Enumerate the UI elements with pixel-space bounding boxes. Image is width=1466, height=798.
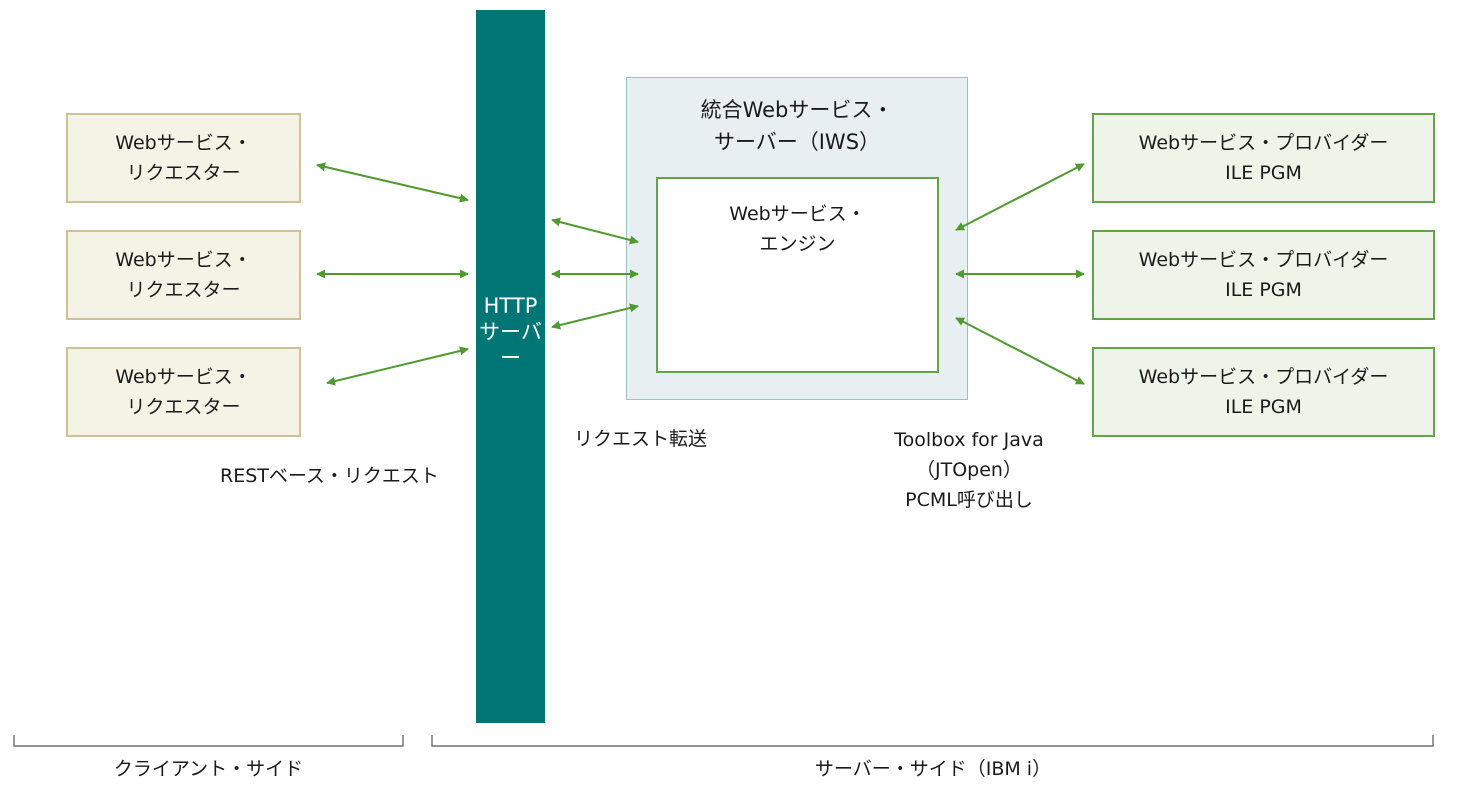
arrow-requester1-http (316, 162, 469, 203)
requester-2-line2: リクエスター (126, 279, 241, 301)
provider-1-line1: Webサービス・プロバイダー (1138, 132, 1389, 154)
requester-1-line2: リクエスター (126, 162, 241, 184)
arrow-http-engine-3 (551, 303, 639, 330)
provider-box-3: Webサービス・プロバイダー ILE PGM (1092, 347, 1435, 437)
arrow-iws-provider1 (955, 163, 1085, 231)
engine-title: Webサービス・ エンジン (658, 199, 937, 259)
requester-box-2: Webサービス・ リクエスター (66, 230, 301, 320)
iws-title: 統合Webサービス・ サーバー（IWS） (627, 94, 967, 158)
arrow-requester3-http (326, 346, 469, 386)
web-service-engine-box: Webサービス・ エンジン (656, 177, 939, 373)
provider-3-line2: ILE PGM (1225, 396, 1302, 418)
iws-title-line2: サーバー（IWS） (713, 130, 881, 154)
engine-title-line2: エンジン (759, 233, 836, 255)
engine-title-line1: Webサービス・ (729, 203, 866, 225)
toolbox-label: Toolbox for Java （JTOpen） PCML呼び出し (862, 425, 1076, 515)
arrow-http-engine-1 (551, 217, 639, 245)
provider-3-line1: Webサービス・プロバイダー (1138, 366, 1389, 388)
requester-box-1: Webサービス・ リクエスター (66, 113, 301, 203)
requester-1-line1: Webサービス・ (115, 132, 252, 154)
arrow-iws-provider3 (955, 317, 1085, 385)
requester-3-line1: Webサービス・ (115, 366, 252, 388)
provider-2-line1: Webサービス・プロバイダー (1138, 249, 1389, 271)
http-server-label: HTTPサーバー (479, 294, 542, 370)
iws-title-line1: 統合Webサービス・ (700, 98, 894, 122)
requester-box-3: Webサービス・ リクエスター (66, 347, 301, 437)
client-side-bracket (13, 735, 404, 747)
provider-box-1: Webサービス・プロバイダー ILE PGM (1092, 113, 1435, 203)
toolbox-label-line3: PCML呼び出し (905, 489, 1033, 511)
rest-request-label: RESTベース・リクエスト (220, 465, 439, 487)
provider-box-2: Webサービス・プロバイダー ILE PGM (1092, 230, 1435, 320)
requester-3-line2: リクエスター (126, 396, 241, 418)
server-side-label: サーバー・サイド（IBM i） (814, 758, 1052, 780)
http-server-bar: HTTPサーバー (476, 10, 545, 723)
requester-2-line1: Webサービス・ (115, 249, 252, 271)
provider-2-line2: ILE PGM (1225, 279, 1302, 301)
client-side-label: クライアント・サイド (113, 758, 304, 780)
request-forward-label: リクエスト転送 (574, 428, 708, 450)
toolbox-label-line2: （JTOpen） (916, 459, 1022, 481)
server-side-bracket (431, 735, 1434, 747)
toolbox-label-line1: Toolbox for Java (894, 429, 1044, 451)
provider-1-line2: ILE PGM (1225, 162, 1302, 184)
